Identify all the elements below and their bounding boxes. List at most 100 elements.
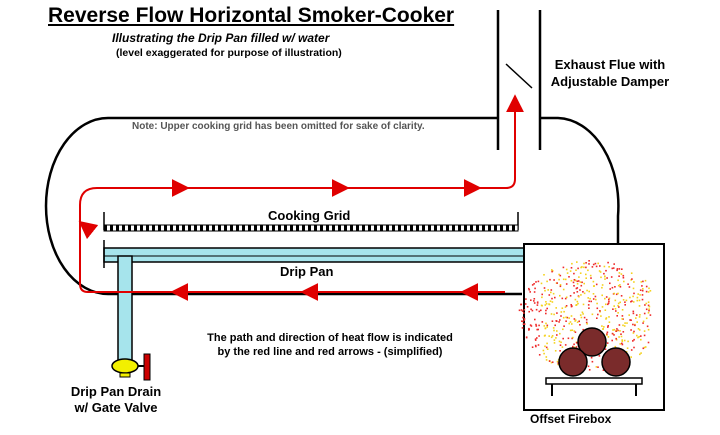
flame-speck <box>583 282 585 285</box>
diagram-title: Reverse Flow Horizontal Smoker-Cooker <box>48 4 455 27</box>
flame-speck <box>602 328 604 330</box>
flame-speck <box>595 298 597 301</box>
flame-speck <box>647 328 650 331</box>
flame-speck <box>604 275 606 277</box>
flame-speck <box>551 269 553 271</box>
flame-speck <box>554 296 556 299</box>
flame-speck <box>556 360 559 363</box>
drain-label-line: Drip Pan Drain <box>70 384 162 399</box>
flame-speck <box>521 320 523 322</box>
flame-speck <box>559 319 561 321</box>
flame-speck <box>620 333 622 335</box>
flame-speck <box>618 268 621 270</box>
flame-speck <box>576 261 578 263</box>
flame-speck <box>597 313 599 316</box>
flame-speck <box>607 336 610 338</box>
flame-speck <box>566 272 569 274</box>
flame-speck <box>642 280 644 283</box>
gate-valve <box>111 358 139 374</box>
drain-pipe <box>111 255 151 381</box>
flame-speck <box>578 295 580 298</box>
flame-speck <box>636 299 639 302</box>
flame-speck <box>604 278 606 280</box>
flame-speck <box>554 350 557 352</box>
flame-speck <box>545 346 548 349</box>
drain-label-line: w/ Gate Valve <box>74 400 158 415</box>
flame-speck <box>562 278 565 281</box>
flame-speck <box>564 306 567 308</box>
flame-speck <box>562 266 565 269</box>
flame-speck <box>630 356 632 358</box>
flame-speck <box>586 289 588 292</box>
fire-flames <box>518 260 652 371</box>
firebox-label: Offset Firebox <box>530 412 612 426</box>
flame-speck <box>632 312 635 315</box>
log <box>558 347 588 377</box>
flame-speck <box>551 320 554 322</box>
flame-speck <box>556 282 558 284</box>
flame-speck <box>598 355 601 357</box>
flame-speck <box>570 279 573 282</box>
flame-speck <box>594 262 597 265</box>
flame-speck <box>591 313 594 316</box>
flame-speck <box>617 292 619 295</box>
flame-speck <box>536 328 538 331</box>
flame-speck <box>588 300 590 303</box>
flame-speck <box>605 296 608 298</box>
flame-speck <box>585 277 587 279</box>
flame-speck <box>585 318 588 321</box>
flame-speck <box>644 304 646 306</box>
flame-speck <box>548 303 550 305</box>
flame-speck <box>566 316 569 319</box>
flame-speck <box>564 344 567 346</box>
flame-speck <box>569 295 572 297</box>
flame-speck <box>562 328 564 331</box>
flame-speck <box>617 302 620 305</box>
flame-speck <box>537 280 540 283</box>
flame-speck <box>606 277 608 279</box>
flame-speck <box>537 328 539 331</box>
flame-speck <box>574 279 577 282</box>
flame-speck <box>621 318 623 320</box>
flame-speck <box>629 319 631 321</box>
flame-speck <box>568 322 570 325</box>
flame-speck <box>610 276 613 278</box>
flame-speck <box>534 344 537 347</box>
flame-speck <box>538 354 541 356</box>
flame-speck <box>619 343 621 345</box>
flame-speck <box>608 316 610 318</box>
flame-speck <box>535 325 538 327</box>
flame-speck <box>570 315 573 317</box>
flame-speck <box>640 281 643 283</box>
flame-speck <box>575 342 578 344</box>
flame-speck <box>639 289 642 291</box>
flame-speck <box>559 274 562 277</box>
flame-speck <box>607 325 609 327</box>
flame-speck <box>637 328 640 330</box>
flame-speck <box>615 338 618 341</box>
flame-speck <box>533 298 536 300</box>
valve-handle <box>143 353 151 381</box>
flame-speck <box>542 349 545 352</box>
flame-speck <box>609 282 611 285</box>
flame-speck <box>545 312 547 315</box>
flame-speck <box>541 321 544 323</box>
flame-speck <box>528 329 530 331</box>
flame-speck <box>557 363 559 366</box>
flame-speck <box>632 332 635 334</box>
flame-speck <box>593 285 595 287</box>
flame-speck <box>558 340 561 343</box>
flame-speck <box>608 266 610 268</box>
flame-speck <box>550 361 553 364</box>
flame-speck <box>544 289 546 292</box>
flame-speck <box>568 276 570 278</box>
flame-speck <box>534 339 537 341</box>
flame-speck <box>605 269 607 272</box>
flame-speck <box>564 297 567 300</box>
flame-speck <box>579 281 582 283</box>
flame-speck <box>534 287 536 290</box>
flame-speck <box>648 309 650 312</box>
flame-speck <box>633 330 635 333</box>
flame-speck <box>638 299 641 302</box>
flame-speck <box>583 262 585 265</box>
